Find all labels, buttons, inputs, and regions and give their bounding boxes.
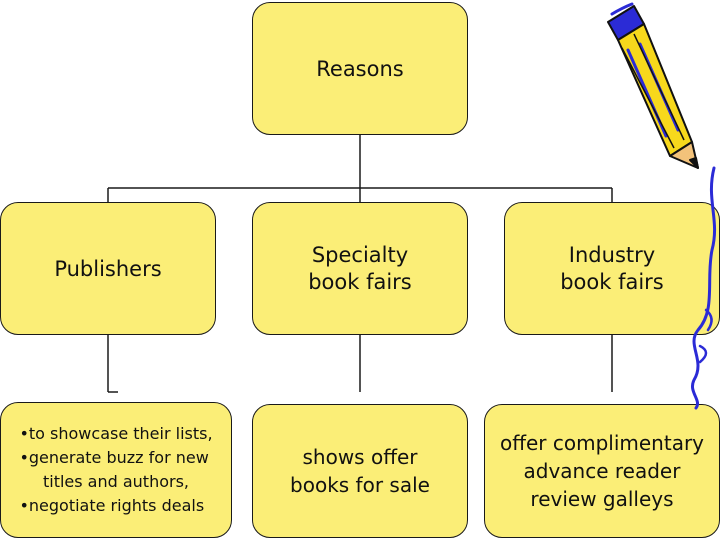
specialty-label: Specialty book fairs [308, 242, 412, 294]
bullet-item: •to showcase their lists, [19, 424, 213, 443]
scribble-decoration [691, 166, 717, 410]
node-publishers: Publishers [0, 202, 216, 335]
bullet-item: •generate buzz for new [19, 448, 209, 467]
industry-label: Industry book fairs [560, 242, 664, 294]
root-label: Reasons [316, 56, 404, 81]
bullet-item: titles and authors, [42, 472, 190, 491]
industry-details-label: offer complimentary advance reader revie… [499, 431, 705, 511]
pencil-icon [607, 2, 699, 169]
root-node: Reasons [252, 2, 468, 135]
node-publishers-reasons: •to showcase their lists, •generate buzz… [0, 402, 232, 538]
node-industry-details: offer complimentary advance reader revie… [484, 404, 720, 538]
publishers-bullet-list: •to showcase their lists, •generate buzz… [19, 422, 212, 518]
node-specialty-details: shows offer books for sale [252, 404, 468, 538]
bullet-item: •negotiate rights deals [19, 496, 205, 515]
publishers-label: Publishers [54, 256, 162, 281]
node-specialty-book-fairs: Specialty book fairs [252, 202, 468, 335]
specialty-details-label: shows offer books for sale [290, 445, 430, 497]
